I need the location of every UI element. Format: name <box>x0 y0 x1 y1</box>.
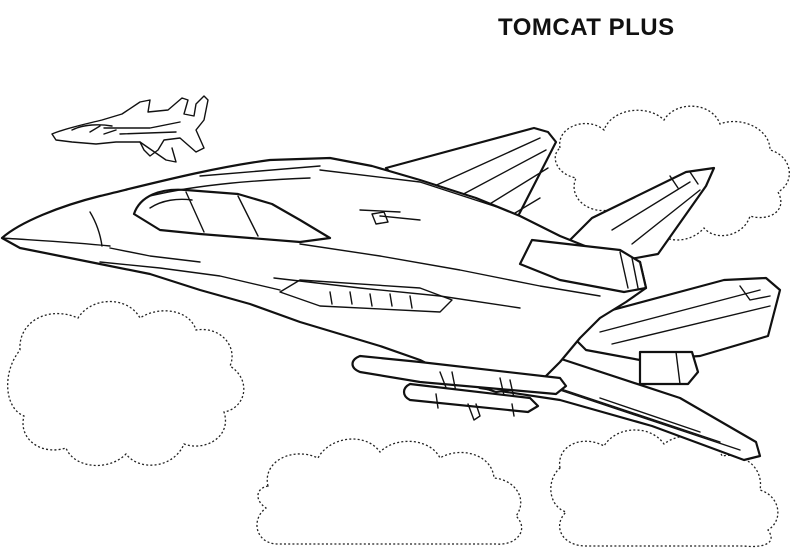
cloud-icon <box>7 300 245 467</box>
jet-icon <box>0 126 782 462</box>
cloud-icon <box>256 438 523 545</box>
cloud-icon <box>550 429 779 548</box>
jet-icon <box>51 95 209 163</box>
page-title: TOMCAT PLUS <box>498 14 675 41</box>
